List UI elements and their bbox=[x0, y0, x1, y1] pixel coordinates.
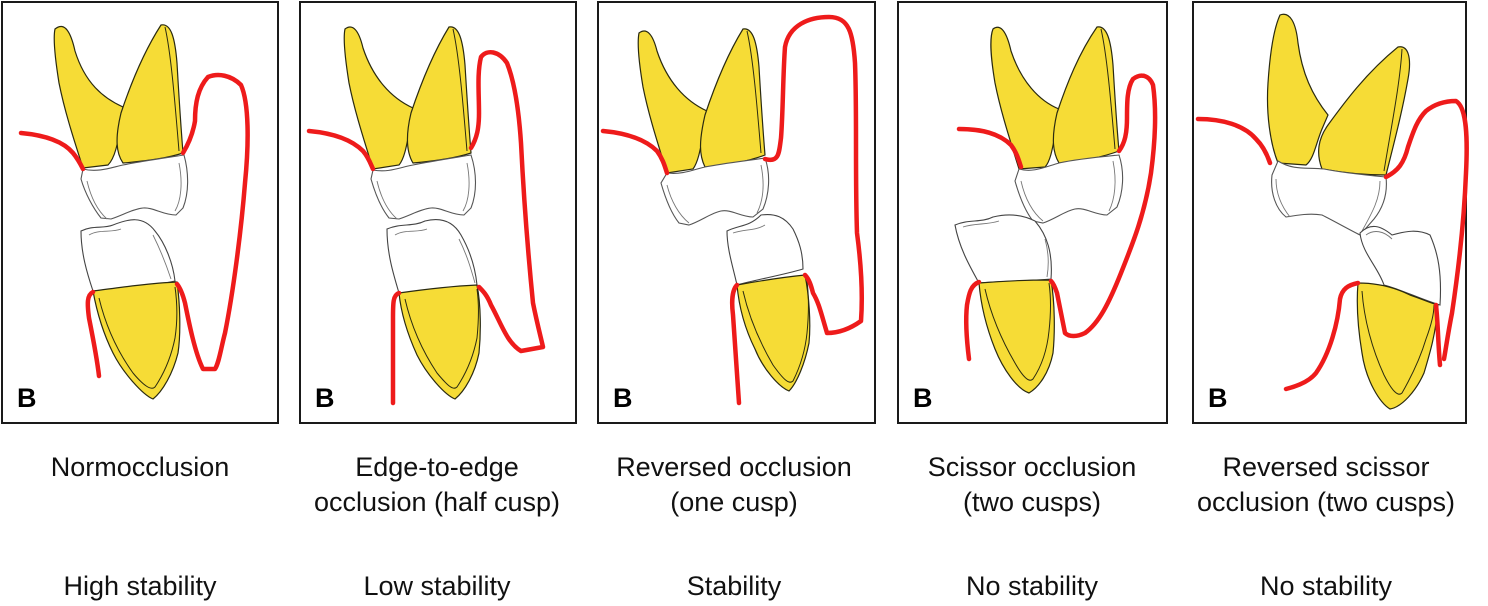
panel-label-letter: B bbox=[17, 383, 37, 413]
stability-reversed-scissor-occlusion: No stability bbox=[1259, 571, 1393, 601]
upper-tooth-buccal-root bbox=[1266, 13, 1329, 166]
panel-label-letter: B bbox=[913, 383, 933, 413]
upper-crown bbox=[80, 154, 189, 220]
caption-reversed-scissor-occlusion: Reversed scissor occlusion (two cusps) bbox=[1197, 450, 1455, 520]
upper-tooth-palatal-root bbox=[1318, 46, 1411, 176]
upper-tooth-buccal-root bbox=[53, 25, 124, 169]
gum-line-upper-left bbox=[1195, 116, 1273, 166]
upper-crown bbox=[660, 157, 770, 226]
panel-edge-to-edge: B bbox=[299, 1, 577, 424]
gum-line-lower-left bbox=[390, 290, 402, 406]
caption-line: Reversed scissor bbox=[1222, 452, 1430, 482]
gum-line-outer-loop bbox=[174, 72, 250, 372]
tooth-diagram-edge-to-edge bbox=[306, 26, 546, 406]
upper-tooth-palatal-root bbox=[1052, 26, 1120, 164]
lower-crown bbox=[386, 218, 478, 294]
gum-line-outer-loop bbox=[468, 49, 546, 354]
caption-line: Normocclusion bbox=[50, 452, 230, 482]
lower-tooth bbox=[978, 279, 1055, 394]
caption-line: occlusion (half cusp) bbox=[313, 487, 561, 517]
tooth-diagram-reversed-occlusion bbox=[600, 14, 865, 406]
stability-normocclusion: High stability bbox=[63, 571, 217, 601]
panel-scissor-occlusion: B bbox=[897, 1, 1168, 424]
upper-tooth-palatal-root bbox=[116, 24, 184, 164]
caption-line: (one cusp) bbox=[670, 487, 798, 517]
gum-line-lower-left bbox=[729, 282, 742, 406]
gum-line-upper-left bbox=[18, 130, 86, 172]
lower-tooth bbox=[92, 281, 181, 400]
lower-tooth bbox=[398, 284, 481, 400]
gum-line-lower-left bbox=[85, 289, 102, 379]
stability-edge-to-edge: Low stability bbox=[363, 571, 511, 601]
lower-crown bbox=[1359, 225, 1442, 306]
caption-line: occlusion (two cusps) bbox=[1196, 487, 1456, 517]
caption-scissor-occlusion: Scissor occlusion (two cusps) bbox=[928, 450, 1137, 520]
upper-tooth-buccal-root bbox=[990, 26, 1060, 170]
panel-reversed-scissor-occlusion: B bbox=[1192, 1, 1469, 424]
tooth-diagram-normocclusion bbox=[18, 24, 250, 400]
gum-line-lower-right bbox=[1433, 302, 1443, 368]
lower-crown bbox=[80, 219, 176, 292]
gum-line-upper-left bbox=[956, 126, 1024, 170]
caption-line: Reversed occlusion bbox=[616, 452, 852, 482]
gum-line-outer-loop bbox=[1048, 73, 1158, 339]
caption-reversed-occlusion: Reversed occlusion (one cusp) bbox=[616, 450, 852, 520]
lower-tooth bbox=[1356, 282, 1439, 410]
caption-normocclusion: Normocclusion bbox=[51, 450, 230, 485]
upper-crown bbox=[370, 154, 477, 220]
caption-line: (two cusps) bbox=[962, 487, 1102, 517]
panel-label-letter: B bbox=[613, 383, 633, 413]
gum-line-outer-loop bbox=[762, 14, 865, 336]
panel-normocclusion: B bbox=[1, 1, 279, 424]
gum-line-upper-left bbox=[600, 128, 670, 176]
upper-tooth-buccal-root bbox=[637, 30, 708, 174]
tooth-diagram-reversed-scissor-occlusion bbox=[1195, 13, 1469, 410]
caption-line: Scissor occlusion bbox=[927, 452, 1137, 482]
caption-edge-to-edge: Edge-to-edge occlusion (half cusp) bbox=[314, 450, 560, 520]
upper-tooth-palatal-root bbox=[699, 28, 766, 168]
upper-tooth-buccal-root bbox=[343, 26, 414, 170]
gum-line-outer-loop bbox=[1383, 98, 1469, 362]
gum-line-lower-left bbox=[1283, 280, 1361, 392]
gum-line-upper-left bbox=[306, 128, 376, 172]
panel-label-letter: B bbox=[1208, 383, 1228, 413]
lower-tooth bbox=[736, 274, 811, 392]
caption-line: Edge-to-edge bbox=[355, 452, 519, 482]
gum-line-lower-left bbox=[963, 279, 982, 362]
stability-scissor-occlusion: No stability bbox=[965, 571, 1099, 601]
panel-reversed-occlusion: B bbox=[597, 1, 876, 424]
panel-label-letter: B bbox=[315, 383, 335, 413]
lower-crown bbox=[954, 214, 1052, 284]
lower-crown bbox=[726, 213, 804, 286]
tooth-diagram-scissor-occlusion bbox=[954, 26, 1158, 394]
stability-reversed-occlusion: Stability bbox=[686, 571, 782, 601]
upper-tooth-palatal-root bbox=[406, 26, 472, 164]
